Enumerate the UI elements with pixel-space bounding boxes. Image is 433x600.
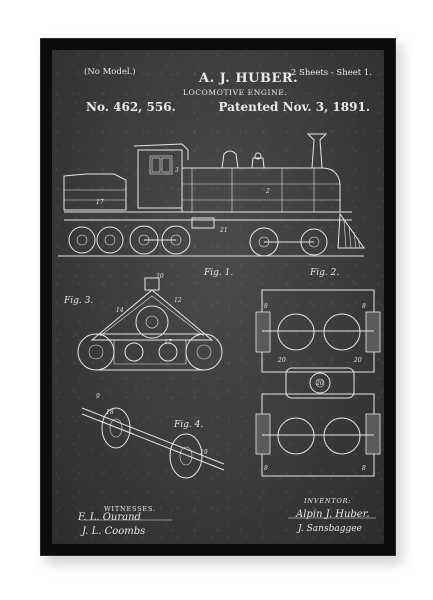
fig4-label: Fig. 4. <box>174 420 204 430</box>
witnesses-label: WITNESSES. <box>104 505 156 513</box>
locomotive-wheels <box>68 225 328 257</box>
model-note: (No Model.) <box>84 67 136 77</box>
inventor-label: INVENTOR: <box>304 497 352 505</box>
svg-text:18: 18 <box>106 409 114 416</box>
svg-text:8: 8 <box>264 303 268 310</box>
svg-text:20: 20 <box>353 357 362 364</box>
svg-text:20: 20 <box>277 357 286 364</box>
fig4-axle-illustration: 9 18 19 <box>81 393 225 479</box>
fig3-truck-illustration: 20 12 14 17 <box>77 273 223 371</box>
svg-text:20: 20 <box>315 380 324 387</box>
patented-date: Patented Nov. 3, 1891. <box>218 100 371 114</box>
inventor-signature: Alpin J. Huber. <box>296 509 370 520</box>
locomotive-illustration: 3 <box>58 133 365 257</box>
sheet-note: 2 Sheets - Sheet 1. <box>290 68 372 78</box>
inventor-name: A. J. HUBER. <box>199 71 299 86</box>
svg-text:17: 17 <box>96 199 104 206</box>
svg-text:9: 9 <box>96 393 100 400</box>
fig1-label: Fig. 1. <box>204 268 234 278</box>
patent-drawing: 3 <box>58 133 381 521</box>
chalkboard-poster: 3 <box>52 50 384 544</box>
fig3-label: Fig. 3. <box>64 296 94 306</box>
svg-text:8: 8 <box>264 465 268 472</box>
fig2-plan-illustration: 8 8 8 8 20 20 20 <box>255 289 381 477</box>
svg-text:17: 17 <box>164 339 172 346</box>
svg-text:20: 20 <box>155 273 164 280</box>
witness-signature-1: F. L. Ourand <box>78 512 141 523</box>
attorney-signature: J. Sansbaggee <box>298 524 362 534</box>
patent-number: No. 462, 556. <box>86 100 176 114</box>
witness-signature-2: J. L. Coombs <box>82 526 146 537</box>
svg-text:19: 19 <box>200 449 208 456</box>
svg-text:14: 14 <box>116 307 124 314</box>
patent-title: LOCOMOTIVE ENGINE. <box>183 88 288 97</box>
svg-text:2: 2 <box>265 188 270 195</box>
svg-text:21: 21 <box>219 227 228 234</box>
svg-text:3: 3 <box>175 167 179 174</box>
svg-text:12: 12 <box>174 297 182 304</box>
fig2-label: Fig. 2. <box>310 268 340 278</box>
svg-text:8: 8 <box>362 303 366 310</box>
svg-text:8: 8 <box>362 465 366 472</box>
